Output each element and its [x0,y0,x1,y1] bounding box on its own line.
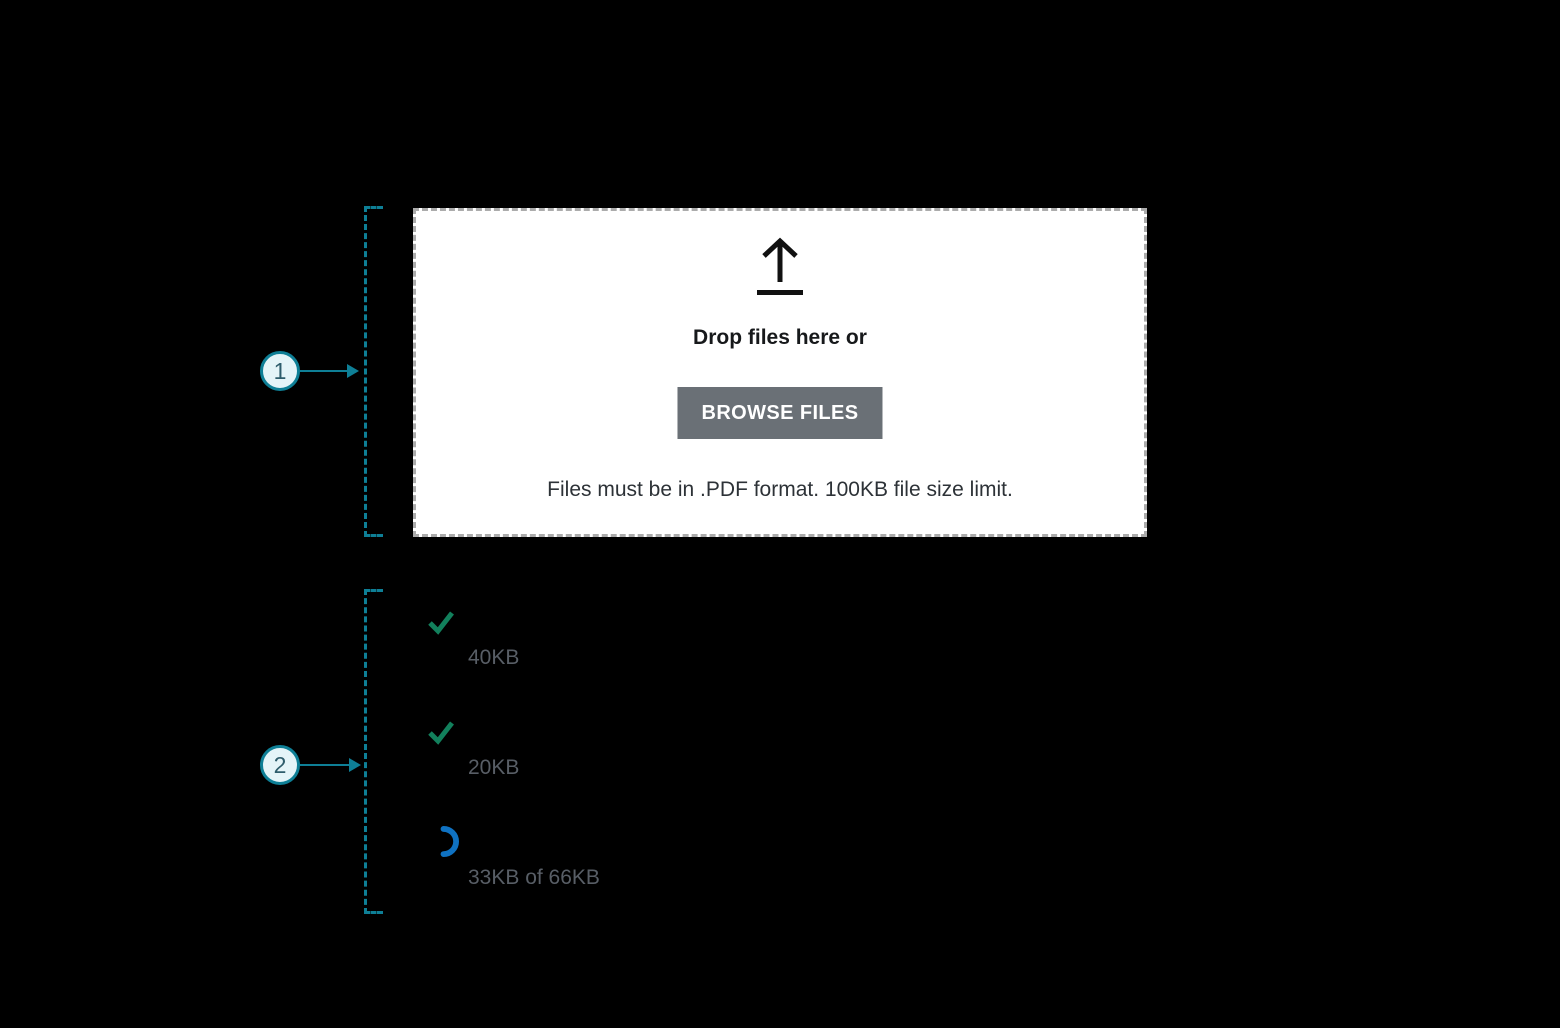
file-dropzone[interactable]: Drop files here or BROWSE FILES Files mu… [413,208,1147,537]
callout-2-badge: 2 [260,745,300,785]
checkmark-icon [427,608,455,641]
checkmark-icon [427,718,455,751]
dropzone-helper-text: Files must be in .PDF format. 100KB file… [547,478,1013,501]
annotation-bracket-dropzone [364,206,383,537]
callout-2-arrow [300,764,350,766]
dropzone-title: Drop files here or [693,326,867,349]
callout-1-badge: 1 [260,351,300,391]
callout-1-arrow [300,370,348,372]
file-progress-label: 33KB of 66KB [468,866,600,889]
spinner-icon [428,826,459,862]
file-size-label: 20KB [468,756,520,779]
callout-2-arrowhead-icon [349,758,361,772]
callout-1-number: 1 [273,357,287,384]
callout-1-arrowhead-icon [347,364,359,378]
browse-files-button[interactable]: BROWSE FILES [677,387,883,439]
callout-2-number: 2 [273,751,287,778]
upload-arrow-icon [754,235,806,302]
annotation-bracket-file-list [364,589,383,914]
file-size-label: 40KB [468,646,520,669]
